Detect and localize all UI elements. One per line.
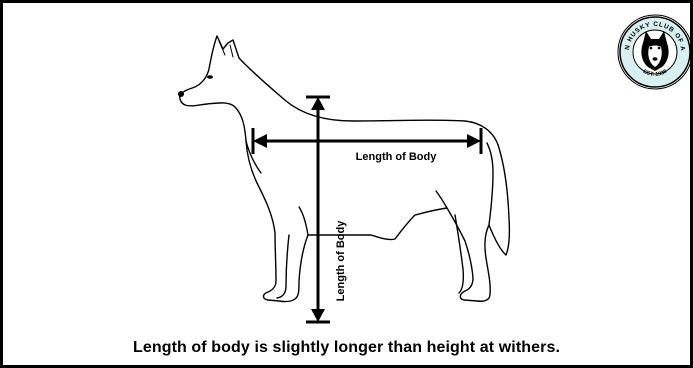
svg-text:SIBERIAN HUSKY CLUB OF AMERICA: SIBERIAN HUSKY CLUB OF AMERICA (3, 3, 686, 52)
vertical-measure-label: Length of Body (335, 220, 347, 302)
club-seal-logo: SIBERIAN HUSKY CLUB OF AMERICA EST. 1938 (3, 3, 690, 89)
eye (207, 75, 213, 79)
horizontal-measure-label: Length of Body (356, 151, 438, 163)
diagram-panel: Length of Body Length of Body SIBERIAN H… (3, 3, 690, 365)
diagram-caption: Length of body is slightly longer than h… (3, 339, 690, 357)
nose (178, 91, 184, 97)
diagram-svg: Length of Body Length of Body SIBERIAN H… (3, 3, 690, 365)
